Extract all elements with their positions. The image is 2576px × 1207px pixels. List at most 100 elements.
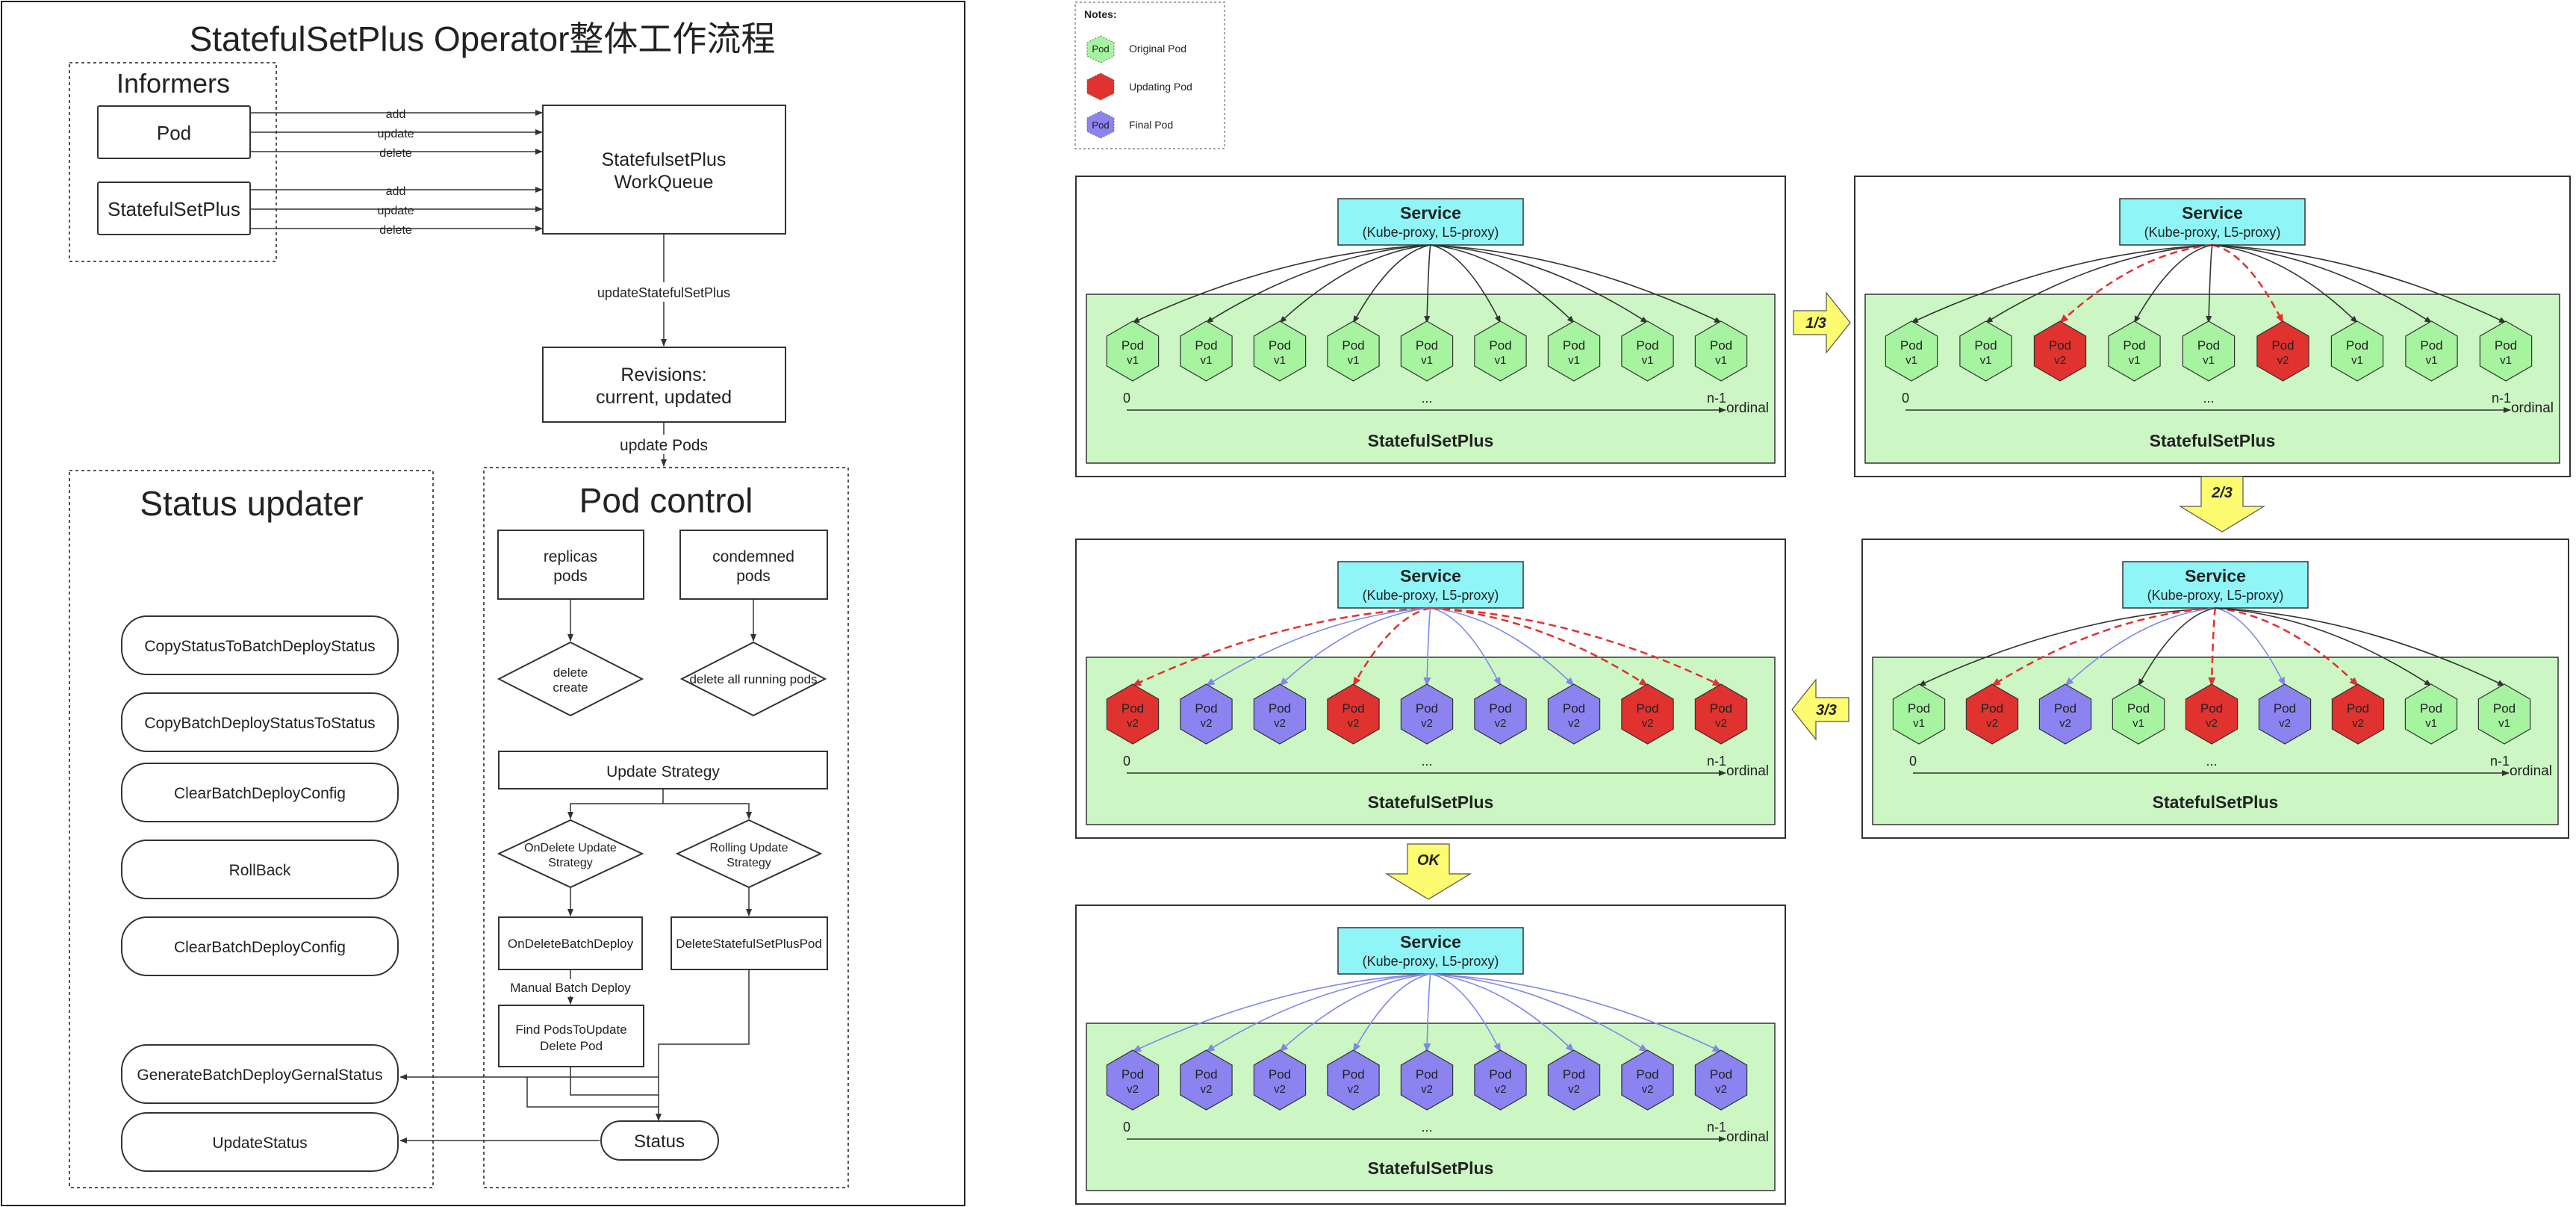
service-pod-link: [1132, 244, 1431, 323]
pod-version: v2: [1495, 1083, 1507, 1096]
pod-hexagon: [1694, 320, 1748, 382]
pod-label: Pod: [1416, 701, 1438, 716]
service-pod-link: [2215, 607, 2505, 686]
event-update-ssp: update: [378, 205, 414, 217]
pod-hexagon: [2330, 320, 2384, 382]
pod-version: v2: [1495, 717, 1507, 730]
pod-version: v1: [2132, 717, 2144, 730]
pod-informer-label: Pod: [157, 122, 191, 144]
ordinal-first: 0: [1123, 1120, 1130, 1135]
pod-version: v2: [1127, 717, 1139, 730]
stages-layer: Service(Kube-proxy, L5-proxy)Podv1Podv1P…: [1075, 176, 2571, 1205]
pod-hexagon: [1253, 320, 1307, 382]
stage-panel: Service(Kube-proxy, L5-proxy)Podv2Podv2P…: [1075, 539, 1786, 839]
service-title: Service: [1400, 932, 1461, 952]
pod-control-group: [483, 467, 849, 1188]
pod-hexagon: [1180, 320, 1233, 382]
service-pod-link: [2206, 244, 2213, 323]
status-box: [600, 1120, 719, 1161]
step-arrow: [2178, 476, 2266, 533]
revisions-label-1: Revisions:: [620, 364, 706, 385]
status-item-copy-batch-to-status: [121, 692, 399, 752]
service-pod-link: [1430, 973, 1649, 1052]
service-pod-link: [2215, 606, 2359, 686]
ordinal-last: n-1: [2492, 391, 2511, 406]
pod-label: Pod: [1974, 338, 1997, 353]
pod-label: Pod: [1121, 338, 1144, 353]
pod-version: v1: [1905, 354, 1917, 367]
delete-all-pods-decision: [679, 641, 827, 717]
status-updater-items: CopyStatusToBatchDeployStatus CopyBatchD…: [121, 615, 399, 1172]
ordinal-first: 0: [1123, 391, 1130, 406]
statefulsetplus-label: StatefulSetPlus: [2150, 431, 2276, 450]
pod-hexagon: [1885, 320, 1938, 382]
pod-label: Pod: [1195, 701, 1217, 716]
pod-label: Pod: [1981, 701, 2003, 716]
ordinal-label: ordinal: [2510, 763, 2552, 779]
update-strategy-box: [498, 751, 828, 789]
pod-version: v1: [1421, 354, 1433, 367]
pod-label: Pod: [1342, 701, 1364, 716]
ordinal-last: n-1: [1707, 1120, 1726, 1135]
step-label: 2/3: [2211, 485, 2233, 501]
pod-version: v2: [1642, 1083, 1654, 1096]
pod-version: v2: [1348, 1083, 1360, 1096]
pod-hexagon: [2256, 320, 2309, 382]
legend-updating-pod-icon: [1086, 72, 1115, 101]
service-pod-link: [1205, 244, 1431, 323]
informer-event-labels: add update delete add update delete: [378, 108, 414, 237]
pod-version: v1: [2129, 354, 2141, 367]
pod-version: v1: [1201, 354, 1213, 367]
pod-hexagon: [1400, 1049, 1454, 1111]
status-item-clear-batch-config: [121, 763, 399, 822]
pod-label: Pod: [2347, 701, 2369, 716]
pod-hexagon: [2479, 320, 2533, 382]
ordinal-last: n-1: [1707, 391, 1726, 406]
ordinal-last: n-1: [1707, 754, 1726, 769]
service-pod-link: [2208, 607, 2217, 686]
status-item-label: RollBack: [229, 862, 291, 879]
pod-version: v2: [1568, 1083, 1580, 1096]
step-label: 1/3: [1805, 315, 1826, 332]
statefulsetplus-label: StatefulSetPlus: [1368, 1158, 1494, 1178]
service-title: Service: [2182, 203, 2243, 223]
replicas-label-1: replicas: [544, 548, 597, 565]
update-statefulsetplus-label: updateStatefulSetPlus: [597, 285, 730, 300]
service-pod-link: [1205, 607, 1431, 686]
pod-label: Pod: [1416, 1067, 1438, 1082]
ondelete-strategy-label-2: Strategy: [548, 857, 593, 869]
pod-hexagon: [1621, 1049, 1674, 1111]
informer-event-arrows: [250, 110, 543, 232]
step-label: OK: [1417, 852, 1441, 869]
service-pod-link: [2212, 244, 2507, 323]
pod-version: v2: [1201, 1083, 1213, 1096]
delete-all-pods-label: delete all running pods: [689, 672, 817, 686]
pod-label: Pod: [2054, 701, 2076, 716]
pod-label: Pod: [1195, 1067, 1217, 1082]
pod-label: Pod: [1489, 1067, 1511, 1082]
pod-version: v2: [1568, 717, 1580, 730]
pod-label: Pod: [1563, 701, 1585, 716]
step-arrow: [1793, 291, 1851, 354]
pod-label: Pod: [1563, 1067, 1585, 1082]
workqueue-label-2: WorkQueue: [615, 172, 714, 193]
pod-version: v1: [1568, 354, 1580, 367]
event-delete-pod: delete: [379, 147, 412, 160]
page-title: StatefulSetPlus Operator整体工作流程: [190, 19, 776, 58]
pod-label: Pod: [1121, 1067, 1144, 1082]
pod-label: Pod: [1908, 701, 1930, 716]
step-arrow: [1384, 843, 1472, 900]
pod-hexagon: [1180, 683, 1233, 745]
ondelete-strategy-label-1: OnDelete Update: [524, 842, 617, 854]
informers-group: Informers Pod StatefulSetPlus: [69, 62, 277, 262]
pod-label: Pod: [2346, 338, 2368, 353]
step-arrow: [1791, 678, 1849, 741]
pod-hexagon: [2112, 683, 2165, 745]
ondelete-batch-deploy-box: [498, 916, 643, 970]
service-pod-link: [2212, 244, 2358, 323]
pod-version: v2: [1348, 717, 1360, 730]
pod-hexagon: [1547, 1049, 1601, 1111]
legend-original-pod-icon: [1086, 35, 1115, 63]
pod-hexagon: [2258, 683, 2312, 745]
